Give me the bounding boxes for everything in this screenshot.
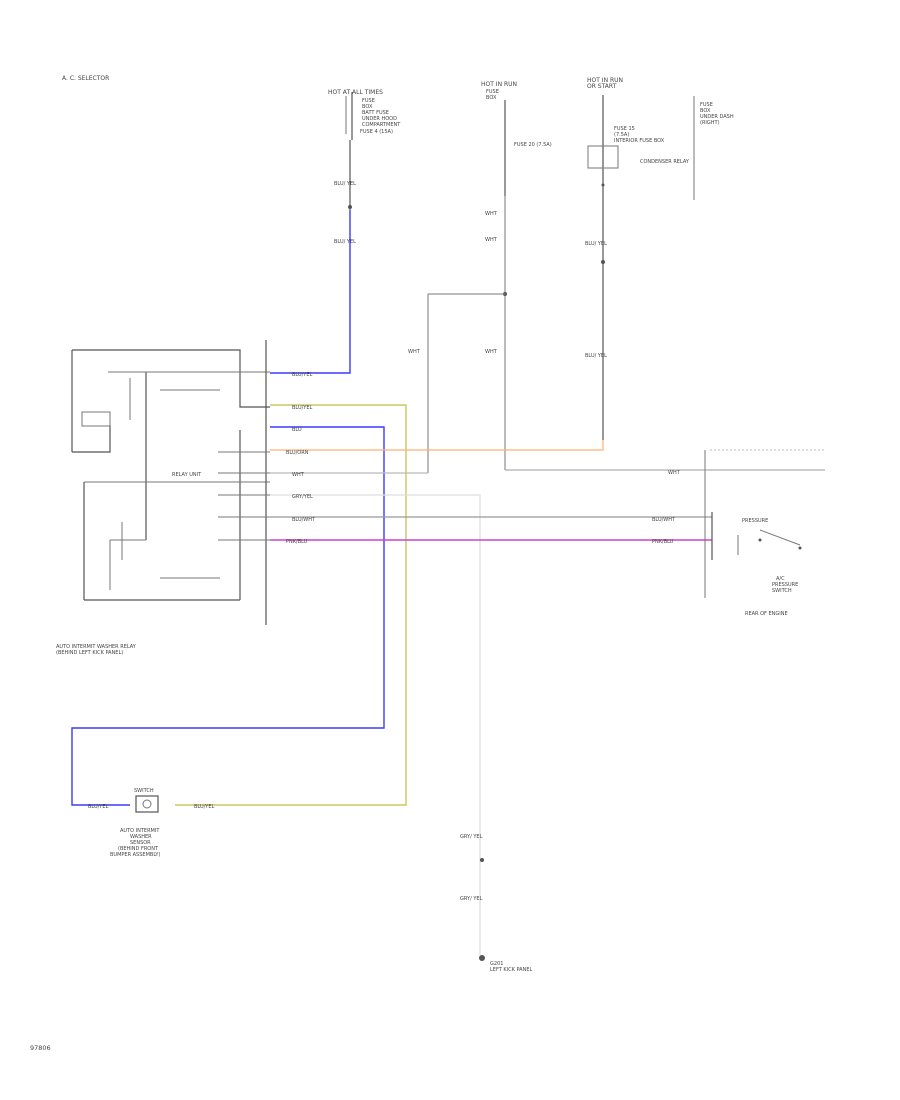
svg-text:UNDER DASH: UNDER DASH <box>700 114 734 120</box>
svg-text:BOX: BOX <box>486 95 497 101</box>
source-hot-at-all-times: HOT AT ALL TIMES FUSE BOX BATT FUSE UNDE… <box>328 89 401 245</box>
svg-text:PNK/BLU: PNK/BLU <box>286 539 308 545</box>
svg-text:GRY/YEL: GRY/YEL <box>292 494 313 500</box>
svg-text:PNK/BLU: PNK/BLU <box>652 539 674 545</box>
svg-text:BUMPER ASSEMBLY): BUMPER ASSEMBLY) <box>110 852 160 858</box>
ground-point: GRY/ YEL GRY/ YEL G201 LEFT KICK PANEL <box>460 834 533 973</box>
svg-text:A/C: A/C <box>776 576 785 582</box>
svg-text:OR START: OR START <box>587 83 617 90</box>
svg-text:(BEHIND FRONT: (BEHIND FRONT <box>118 846 159 852</box>
svg-text:FUSE: FUSE <box>700 102 713 108</box>
svg-text:AUTO INTERMIT: AUTO INTERMIT <box>120 828 160 834</box>
svg-text:BLU/YEL: BLU/YEL <box>194 804 215 810</box>
svg-text:BLU: BLU <box>292 427 302 433</box>
diagram-title: A. C. SELECTOR <box>62 75 109 82</box>
svg-text:SENSOR: SENSOR <box>130 840 151 846</box>
svg-text:GRY/ YEL: GRY/ YEL <box>460 896 483 902</box>
svg-text:BLU/ YEL: BLU/ YEL <box>334 239 356 245</box>
source-hot-in-run-or-start: HOT IN RUN OR START FUSE 15 (7.5A) INTER… <box>585 77 690 440</box>
sensor-top: SWITCH <box>134 788 154 794</box>
relay-unit: RELAY UNIT <box>71 340 270 625</box>
svg-text:FUSE: FUSE <box>486 89 499 95</box>
svg-text:BLU/YEL: BLU/YEL <box>88 804 109 810</box>
svg-text:WHT: WHT <box>485 237 498 243</box>
condenser-relay-label: CONDENSER RELAY <box>640 159 690 165</box>
source-hot-in-run: HOT IN RUN FUSE BOX FUSE 20 (7.5A) WHT W… <box>481 81 552 470</box>
svg-text:FUSE 20 (7.5A): FUSE 20 (7.5A) <box>514 142 552 148</box>
svg-text:FUSE: FUSE <box>362 98 375 104</box>
svg-text:PRESSURE: PRESSURE <box>772 582 798 588</box>
svg-text:HOT IN RUN: HOT IN RUN <box>481 81 517 88</box>
pressure-switch: PRESSURE A/C PRESSURE SWITCH REAR OF ENG… <box>704 449 825 617</box>
svg-text:WHT: WHT <box>408 349 421 355</box>
source1-fuse: FUSE 4 (15A) <box>360 129 393 135</box>
source-fuse-panel: FUSE BOX UNDER DASH (RIGHT) <box>693 96 734 200</box>
svg-text:FUSE 15: FUSE 15 <box>614 126 635 132</box>
svg-text:WHT: WHT <box>668 470 681 476</box>
svg-text:BOX: BOX <box>362 104 373 110</box>
pressure-caption: REAR OF ENGINE <box>745 611 788 617</box>
svg-text:BLU/WHT: BLU/WHT <box>652 517 676 523</box>
svg-text:SWITCH: SWITCH <box>772 588 792 594</box>
svg-text:G201: G201 <box>490 961 503 967</box>
svg-text:HOT IN RUN: HOT IN RUN <box>587 77 623 84</box>
svg-text:BLU/ YEL: BLU/ YEL <box>585 241 607 247</box>
relay-unit-label: RELAY UNIT <box>172 472 202 478</box>
relay-caption-line1: AUTO INTERMIT WASHER RELAY <box>56 644 137 650</box>
svg-text:WHT: WHT <box>485 349 498 355</box>
svg-text:BLU/ YEL: BLU/ YEL <box>585 353 607 359</box>
svg-text:BLU/YEL: BLU/YEL <box>292 372 313 378</box>
svg-text:BLU/ORN: BLU/ORN <box>286 450 309 456</box>
diagram-code: 97806 <box>30 1044 51 1052</box>
relay-caption-line2: (BEHIND LEFT KICK PANEL) <box>56 650 123 656</box>
ground-icon <box>479 955 485 961</box>
svg-text:(RIGHT): (RIGHT) <box>700 120 720 126</box>
svg-text:UNDER HOOD: UNDER HOOD <box>362 116 397 122</box>
relay-terminals <box>218 451 270 541</box>
pressure-top: PRESSURE <box>742 518 768 524</box>
svg-text:COMPARTMENT: COMPARTMENT <box>362 122 401 128</box>
svg-text:INTERIOR FUSE BOX: INTERIOR FUSE BOX <box>614 138 665 144</box>
svg-text:BATT FUSE: BATT FUSE <box>362 110 389 116</box>
svg-text:BLU/WHT: BLU/WHT <box>292 517 316 523</box>
svg-text:BOX: BOX <box>700 108 711 114</box>
svg-text:WASHER: WASHER <box>130 834 152 840</box>
svg-text:LEFT KICK PANEL: LEFT KICK PANEL <box>490 967 533 973</box>
svg-text:GRY/ YEL: GRY/ YEL <box>460 834 483 840</box>
svg-text:BLU/YEL: BLU/YEL <box>292 405 313 411</box>
svg-text:BLU/ YEL: BLU/ YEL <box>334 181 356 187</box>
washer-sensor: SWITCH AUTO INTERMIT WASHER SENSOR (BEHI… <box>88 788 215 858</box>
svg-text:WHT: WHT <box>485 211 498 217</box>
svg-text:(7.5A): (7.5A) <box>614 132 629 138</box>
colored-wires <box>71 210 712 960</box>
svg-text:WHT: WHT <box>292 472 305 478</box>
source1-title: HOT AT ALL TIMES <box>328 89 383 96</box>
